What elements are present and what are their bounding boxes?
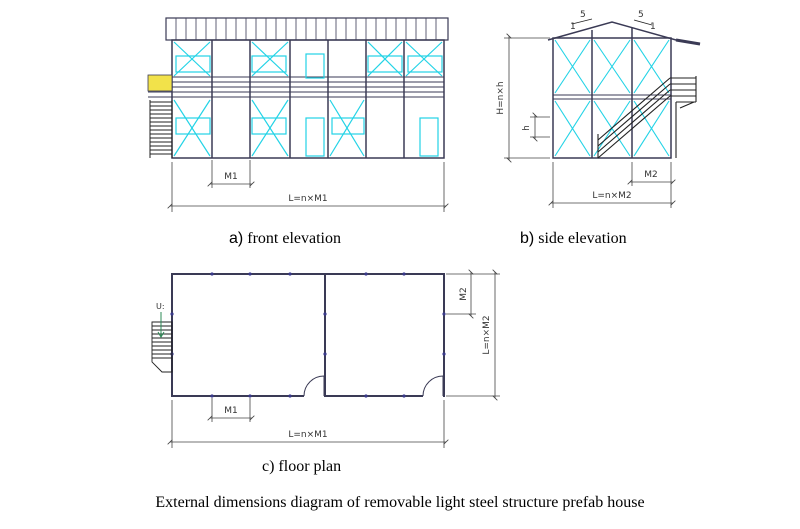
stair-landing xyxy=(147,74,173,92)
side-elevation-letter: b) xyxy=(520,230,535,247)
side-columns xyxy=(591,28,633,158)
side-dim-m2: M2 xyxy=(644,170,658,180)
plan-dimensions xyxy=(170,272,500,448)
plan-dim-total-y: L=n×M2 xyxy=(482,315,492,354)
plan-stair-mark: U: xyxy=(156,302,165,311)
front-bracing xyxy=(173,41,443,157)
side-dim-height: H=n×h xyxy=(496,81,506,114)
side-bracing xyxy=(554,39,670,157)
side-elevation-label: side elevation xyxy=(538,230,627,247)
plan-stair xyxy=(151,321,173,373)
plan-column-dots xyxy=(170,272,446,398)
side-stair xyxy=(597,76,697,159)
side-dimensions xyxy=(504,36,673,208)
front-elevation-letter: a) xyxy=(229,230,244,247)
slope-left-a: 1 xyxy=(570,22,576,32)
plan-doors xyxy=(303,375,444,398)
side-floor-band xyxy=(553,94,671,100)
front-dim-total: L=n×M1 xyxy=(288,194,327,204)
slope-right-b: 1 xyxy=(650,22,656,32)
figure-caption: External dimensions diagram of removable… xyxy=(155,494,645,511)
side-dim-floor: h xyxy=(522,125,532,131)
front-floor-band xyxy=(148,76,444,98)
slope-left-b: 5 xyxy=(580,10,586,20)
front-wall-outline xyxy=(171,39,445,159)
floor-plan: U: M1 L=n×M1 M2 L=n×M2 xyxy=(151,272,500,448)
front-dimensions xyxy=(170,160,446,212)
roof-slope-marks xyxy=(571,18,653,26)
plan-outline xyxy=(171,273,445,397)
side-wall-outline xyxy=(552,37,672,159)
front-dim-m1: M1 xyxy=(224,172,238,182)
side-elevation: 1 5 5 1 H=n×h h M2 L=n×M2 xyxy=(496,10,701,208)
front-elevation-caption: a) front elevation xyxy=(229,230,341,248)
parapet-ribs xyxy=(175,18,437,40)
side-dim-total: L=n×M2 xyxy=(592,191,631,201)
plan-dim-m1: M1 xyxy=(224,406,238,416)
front-stair xyxy=(149,100,173,158)
front-elevation-label: front elevation xyxy=(247,230,341,247)
side-elevation-caption: b) side elevation xyxy=(520,230,627,248)
front-columns xyxy=(211,40,405,158)
north-arrow-icon xyxy=(157,312,165,338)
plan-dim-total-x: L=n×M1 xyxy=(288,430,327,440)
plan-dim-m2: M2 xyxy=(459,287,469,301)
slope-right-a: 5 xyxy=(638,10,644,20)
floor-plan-caption: c) floor plan xyxy=(262,458,342,475)
front-elevation: M1 L=n×M1 xyxy=(147,17,449,212)
